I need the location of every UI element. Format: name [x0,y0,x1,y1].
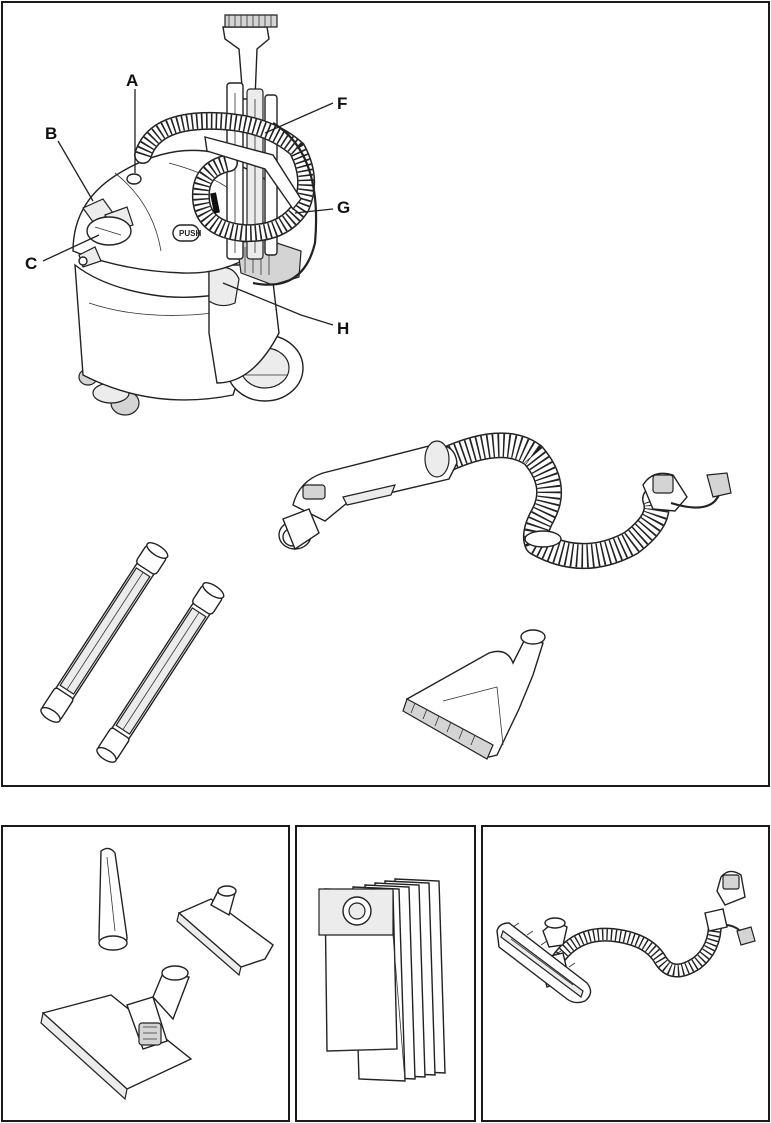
upholstery-spray-nozzle-icon [403,630,545,759]
callout-h: H [337,319,349,338]
hard-floor-kit-illustration [483,827,768,1120]
callout-f: F [337,94,347,113]
spray-hose-handle-icon [279,441,731,556]
crevice-tool-icon [99,848,127,950]
callout-g: G [337,198,350,217]
callout-b: B [45,124,57,143]
push-label: PUSH [179,229,201,238]
callout-c: C [25,254,37,273]
floor-tools-illustration [3,827,288,1120]
extension-tubes-icon [38,540,226,766]
floor-tools-panel [1,825,290,1122]
combination-floor-nozzle-icon [41,966,191,1099]
hard-floor-tool-icon [497,918,591,1003]
main-illustration-panel: PUSH A B C F G H [1,1,770,787]
dust-bags-illustration [297,827,474,1120]
hard-floor-kit-panel [481,825,770,1122]
dust-bags-icon [319,879,445,1081]
small-floor-nozzle-icon [177,886,273,975]
hose-adapter-icon [539,871,755,987]
callout-a: A [126,71,138,90]
main-illustration: PUSH A B C F G H [3,3,768,785]
dust-bags-panel [295,825,476,1122]
